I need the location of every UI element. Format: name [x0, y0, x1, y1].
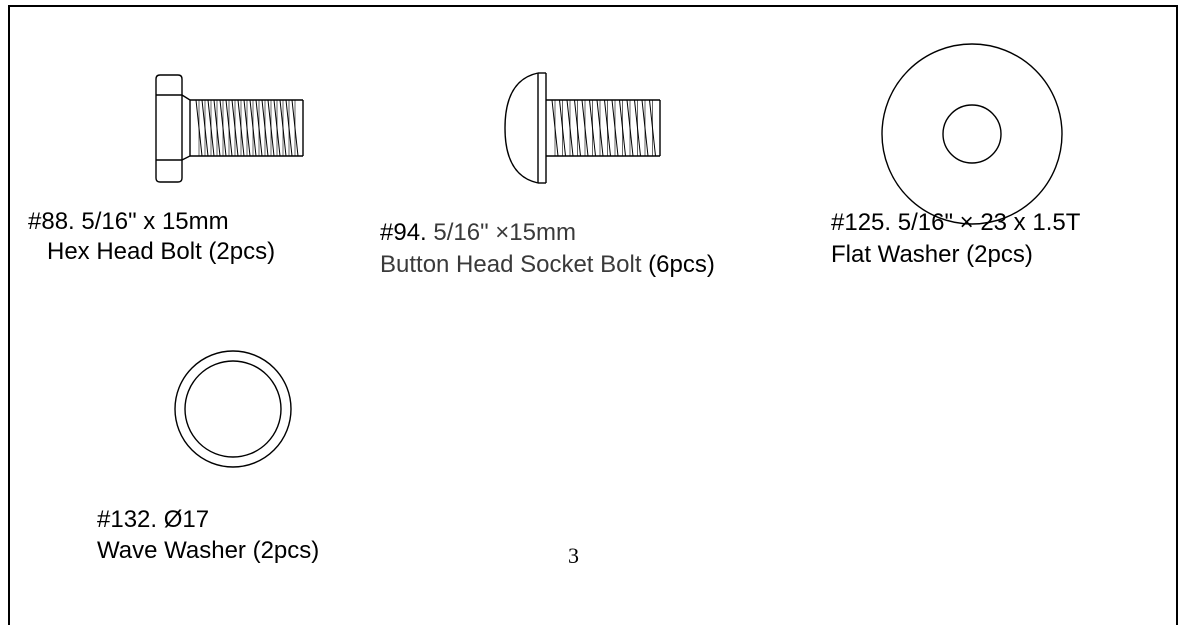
part-spec: 5/16" × 23 x 1.5T: [897, 209, 1081, 236]
hex-head-bolt-icon: [155, 74, 304, 183]
part-number: #88.: [28, 208, 75, 235]
part-number: #125.: [831, 209, 892, 236]
wave-washer-icon: [174, 350, 292, 468]
part-name: Hex Head Bolt: [47, 238, 202, 265]
part-quantity: (2pcs): [966, 241, 1033, 268]
part-quantity: (6pcs): [648, 251, 715, 278]
button-head-socket-bolt-icon: [504, 72, 661, 184]
part-name: Wave Washer: [97, 537, 246, 564]
page-frame: [8, 5, 1178, 625]
part-number: #94.: [380, 219, 427, 246]
part-quantity: (2pcs): [208, 238, 276, 265]
flat-washer-icon: [881, 43, 1063, 225]
part-number: #132.: [97, 506, 158, 533]
part-spec: 5/16" ×15mm: [433, 219, 576, 246]
part-name: Flat Washer: [831, 241, 960, 268]
page-number: 3: [568, 543, 579, 568]
part-spec: 5/16" x 15mm: [81, 208, 229, 235]
part-name: Button Head Socket Bolt: [380, 251, 642, 278]
part-spec: Ø17: [163, 506, 210, 533]
part-quantity: (2pcs): [252, 537, 320, 564]
